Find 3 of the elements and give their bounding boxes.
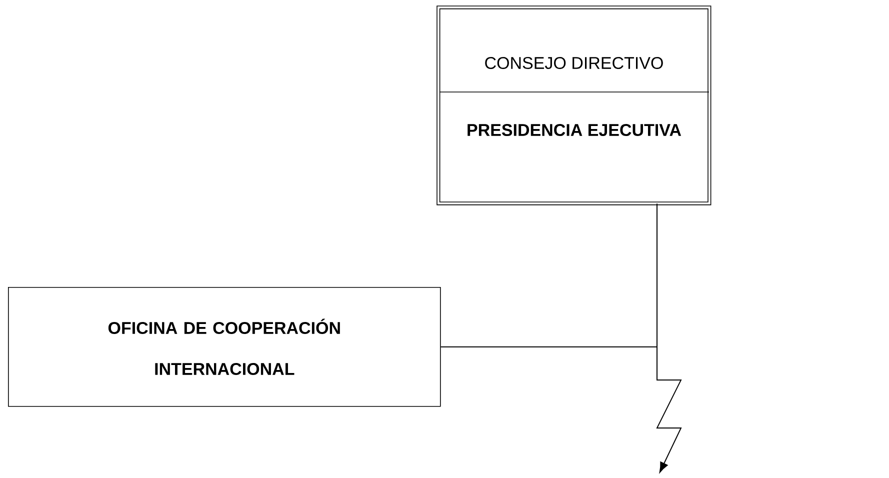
- double-bordered-box: CONSEJO DIRECTIVO PRESIDENCIA EJECUTIVA: [436, 6, 712, 206]
- connector-line: [656, 203, 682, 473]
- process-box: OFICINA DE COOPERACIÓN INTERNACIONAL: [8, 287, 441, 407]
